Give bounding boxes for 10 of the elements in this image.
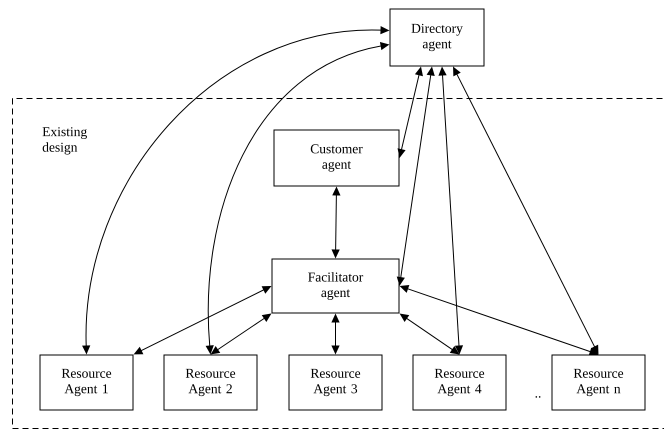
agent-box: Resource Agent 4 xyxy=(412,354,506,410)
agent-box: Resource Agent 1 xyxy=(40,354,134,410)
agent-box: Directory agent xyxy=(390,8,484,66)
agent-box: Customer agent xyxy=(274,130,400,186)
agent-box: Facilitator agent xyxy=(272,258,400,314)
ellipsis-label: .. xyxy=(536,396,540,398)
region-label: Existing design xyxy=(42,127,87,155)
agent-box: Resource Agent 2 xyxy=(164,354,258,410)
agent-box: Resource Agent 3 xyxy=(288,354,382,410)
agent-box: Resource Agent n xyxy=(552,354,646,410)
